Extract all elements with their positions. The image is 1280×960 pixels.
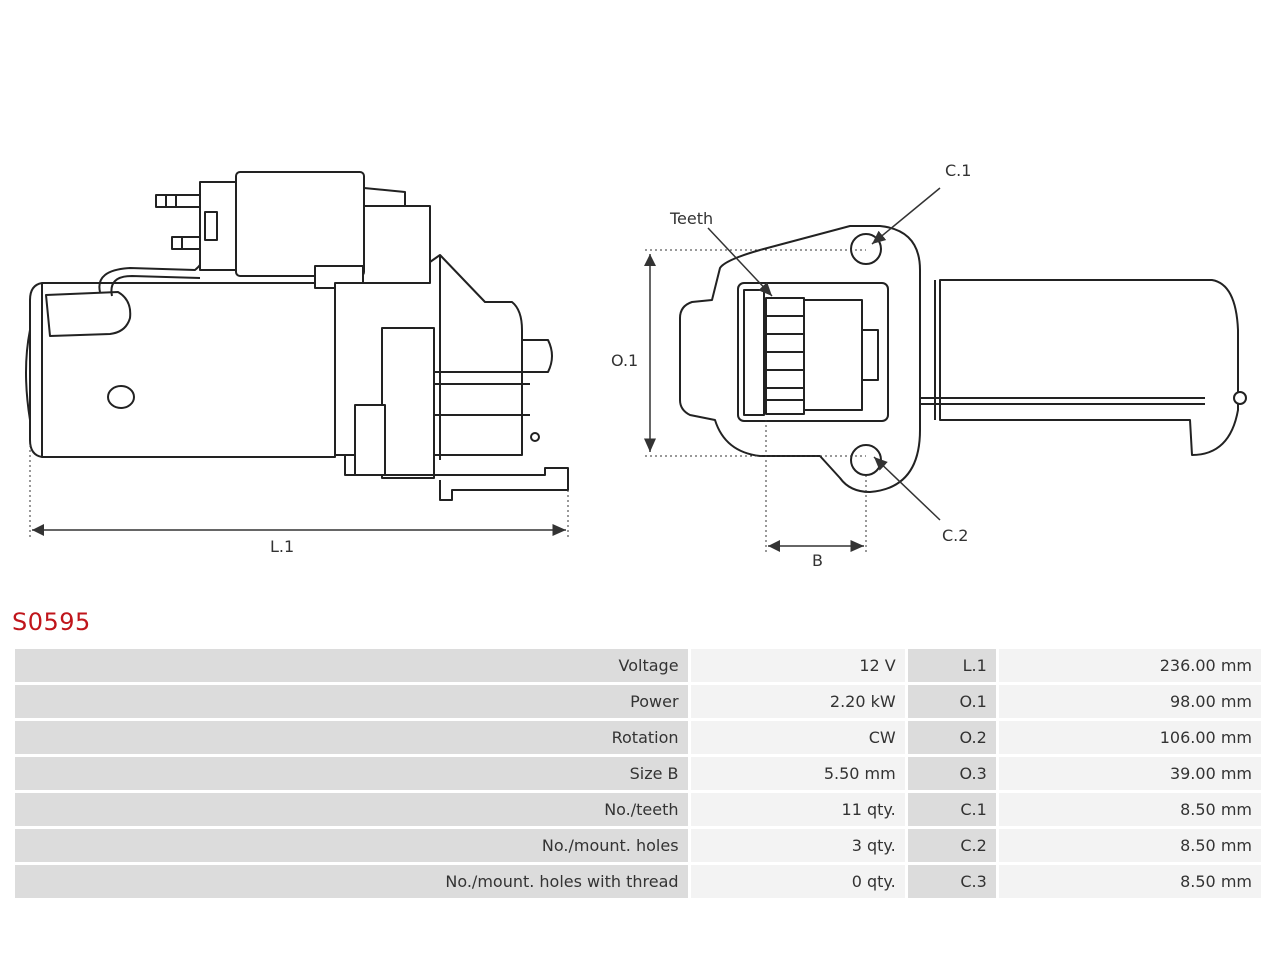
side-view	[25, 171, 569, 538]
dimension-label: C.3	[907, 865, 996, 898]
dimension-label: L.1	[907, 649, 996, 682]
dimension-value: 8.50 mm	[998, 829, 1261, 862]
spec-value: CW	[690, 721, 905, 754]
spec-label: No./mount. holes with thread	[15, 865, 688, 898]
technical-drawing: L.1 C.1 C.2	[25, 161, 1247, 570]
dimension-value: 8.50 mm	[998, 793, 1261, 826]
dimension-label-b: B	[812, 551, 823, 570]
callout-label-teeth: Teeth	[669, 209, 713, 228]
spec-label: Voltage	[15, 649, 688, 682]
spec-label: Rotation	[15, 721, 688, 754]
dimension-value: 98.00 mm	[998, 685, 1261, 718]
spec-value: 12 V	[690, 649, 905, 682]
dimension-value: 39.00 mm	[998, 757, 1261, 790]
spec-label: No./mount. holes	[15, 829, 688, 862]
dimension-label: C.2	[907, 829, 996, 862]
callout-label-c1: C.1	[945, 161, 971, 180]
front-view	[644, 187, 1247, 552]
dimension-label: O.1	[907, 685, 996, 718]
dimension-value: 8.50 mm	[998, 865, 1261, 898]
spec-label: Power	[15, 685, 688, 718]
spec-value: 3 qty.	[690, 829, 905, 862]
dimension-value: 106.00 mm	[998, 721, 1261, 754]
dimension-label: O.2	[907, 721, 996, 754]
spec-label: No./teeth	[15, 793, 688, 826]
dimension-label: C.1	[907, 793, 996, 826]
callout-label-c2: C.2	[942, 526, 968, 545]
dimension-label: O.3	[907, 757, 996, 790]
spec-label: Size B	[15, 757, 688, 790]
spec-value: 0 qty.	[690, 865, 905, 898]
dimension-label-l1: L.1	[270, 537, 294, 556]
spec-value: 2.20 kW	[690, 685, 905, 718]
spec-value: 11 qty.	[690, 793, 905, 826]
product-code: S0595	[12, 608, 91, 636]
dimension-value: 236.00 mm	[998, 649, 1261, 682]
spec-value: 5.50 mm	[690, 757, 905, 790]
dimension-label-o1: O.1	[611, 351, 638, 370]
